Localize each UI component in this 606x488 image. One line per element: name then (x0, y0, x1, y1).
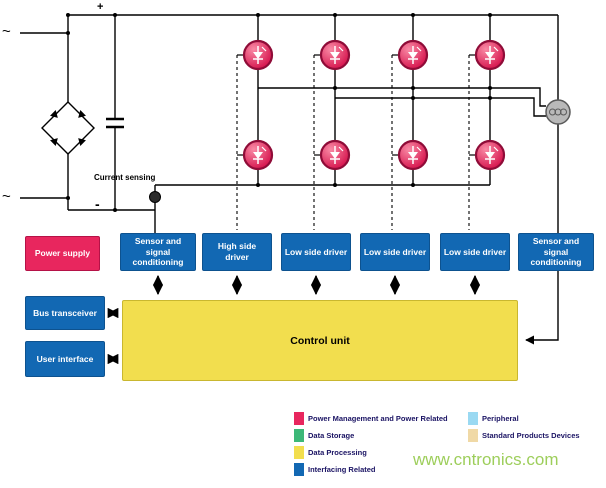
legend-swatch-interfacing (294, 463, 304, 476)
legend-item-interfacing: Interfacing Related (294, 463, 376, 476)
block-sensor-conditioning-right: Sensor and signal conditioning (518, 233, 594, 271)
block-low-side-driver-1: Low side driver (281, 233, 351, 271)
transistor-icon (319, 139, 351, 171)
watermark-link[interactable]: www.cntronics.com (413, 450, 559, 469)
block-power-supply: Power supply (25, 236, 100, 271)
transistor-icon (397, 39, 429, 71)
legend-item-standard-products: Standard Products Devices (468, 429, 580, 442)
legend-item-data-processing: Data Processing (294, 446, 367, 459)
block-high-side-driver: High side driver (202, 233, 272, 271)
block-bus-transceiver: Bus transceiver (25, 296, 105, 330)
transistor-icon (319, 39, 351, 71)
legend-item-data-storage: Data Storage (294, 429, 354, 442)
block-low-side-driver-3: Low side driver (440, 233, 510, 271)
block-control-unit: Control unit (122, 300, 518, 381)
legend-swatch-storage (294, 429, 304, 442)
transistor-icon (474, 139, 506, 171)
junction-dots (66, 13, 492, 212)
legend-label: Standard Products Devices (482, 431, 580, 440)
transistor-icon (242, 139, 274, 171)
plus-label: + (97, 1, 104, 13)
minus-label: - (95, 196, 100, 212)
capacitor-icon (106, 117, 124, 129)
legend-item-power-management: Power Management and Power Related (294, 412, 448, 425)
transistor-icon (474, 39, 506, 71)
power-transistors (242, 39, 506, 171)
legend-label: Power Management and Power Related (308, 414, 448, 423)
transistor-icon (242, 39, 274, 71)
legend-swatch-power (294, 412, 304, 425)
ac-input-bottom-label: ~ (2, 188, 11, 205)
transistor-icon (397, 139, 429, 171)
current-sensor-icon (149, 191, 161, 203)
legend-swatch-peripheral (468, 412, 478, 425)
driver-signal-dashed-lines (236, 55, 470, 230)
legend-label: Peripheral (482, 414, 519, 423)
ac-input-top-label: ~ (2, 23, 11, 40)
legend-label: Data Storage (308, 431, 355, 440)
legend-label: Data Processing (308, 448, 367, 457)
legend-label: Interfacing Related (308, 465, 376, 474)
block-sensor-conditioning-left: Sensor and signal conditioning (120, 233, 196, 271)
legend-swatch-standard (468, 429, 478, 442)
bridge-rectifier-icon (41, 101, 95, 155)
block-low-side-driver-2: Low side driver (360, 233, 430, 271)
legend-item-peripheral: Peripheral (468, 412, 519, 425)
bus-arrows (107, 274, 481, 365)
current-sensing-label: Current sensing (94, 173, 156, 182)
gate-stubs (237, 54, 476, 156)
block-user-interface: User interface (25, 341, 105, 377)
legend-swatch-processing (294, 446, 304, 459)
motor-icon (545, 99, 571, 125)
